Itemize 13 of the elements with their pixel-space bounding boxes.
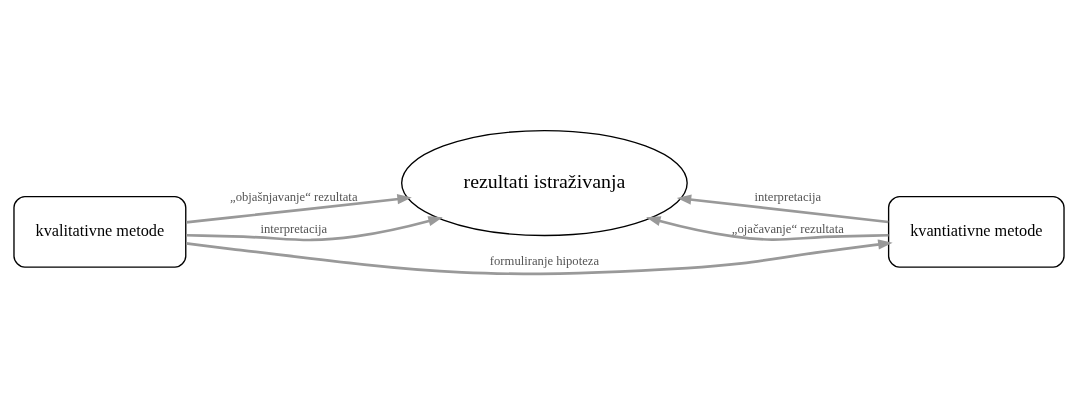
edge-label: interpretacija — [260, 221, 328, 236]
edge-label: „objašnjavanje“ rezultata — [230, 190, 358, 205]
arrow — [646, 216, 889, 241]
node-box: kvantiativne metode — [887, 195, 1065, 268]
edge-label: „ojačavanje“ rezultata — [731, 221, 844, 236]
edge-label: interpretacija — [754, 190, 822, 205]
arrow — [186, 216, 443, 242]
arrow — [185, 239, 893, 276]
node-box: kvalitativne metode — [13, 195, 187, 268]
node-ellipse: rezultati istraživanja — [401, 129, 688, 237]
arrow — [676, 194, 889, 224]
arrow — [185, 194, 412, 224]
edge-label: formuliranje hipoteza — [489, 253, 599, 268]
